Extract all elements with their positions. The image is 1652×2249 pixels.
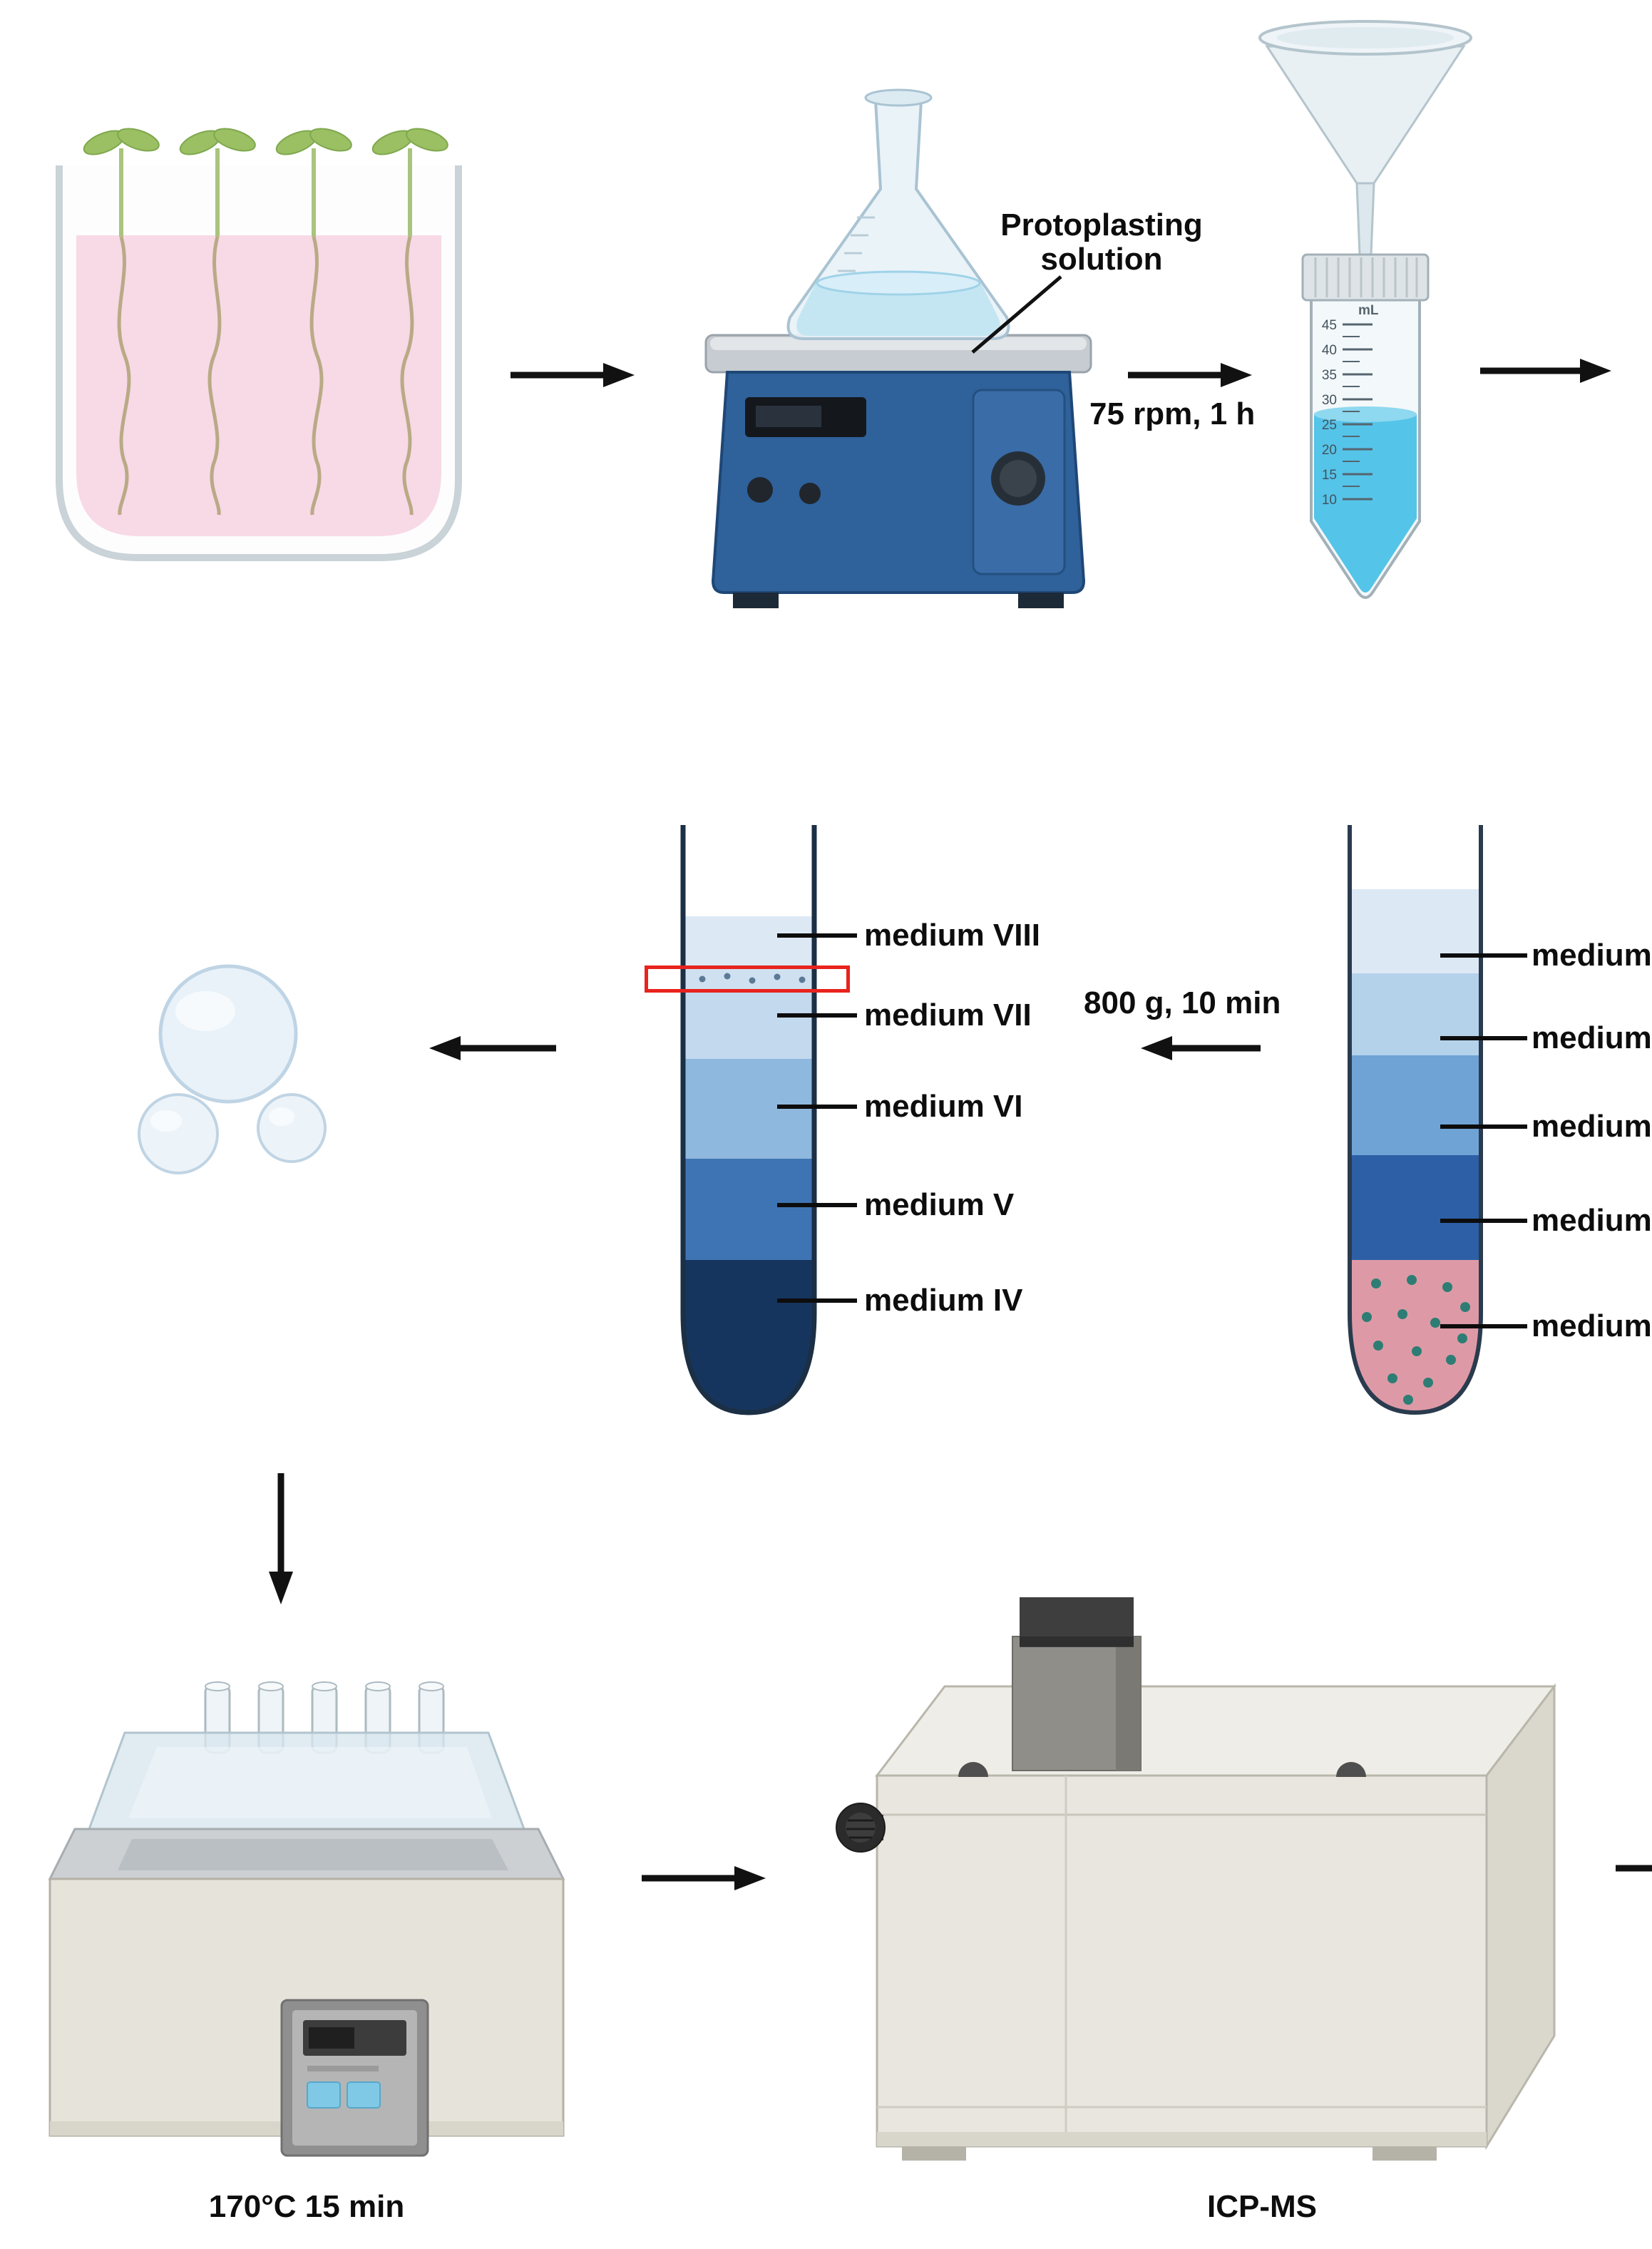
right-medium-label: medium	[1532, 1109, 1652, 1144]
band-highlight-box	[645, 965, 850, 993]
flow-arrow-left-icon	[429, 1036, 556, 1060]
funnel-tube-figure: mL 45 40 35 30 25 20	[1258, 20, 1472, 599]
flask-liquid	[796, 280, 1000, 336]
gradient-tube-figure	[680, 824, 817, 1415]
shaker-knob	[799, 483, 821, 504]
flask-annotation-label: Protoplasting solution	[1000, 208, 1203, 277]
right-medium-label: medium	[1532, 938, 1652, 973]
flow-arrow-left-icon	[1141, 1036, 1261, 1060]
flow-arrow-right-icon	[511, 363, 635, 387]
svg-text:45: 45	[1322, 318, 1337, 333]
instrument-top	[874, 1685, 1557, 1777]
erlenmeyer-flask-icon	[786, 88, 1010, 340]
layer-4	[1350, 1155, 1481, 1260]
medium-viii-label: medium VIII	[864, 918, 1040, 953]
layer-medium-iv	[683, 1260, 814, 1413]
label-line	[777, 1105, 857, 1109]
flow-arrow-right-icon	[1480, 359, 1611, 383]
label-line	[1440, 1219, 1527, 1223]
shaker-body	[711, 371, 1086, 608]
layer-2	[1350, 973, 1481, 1055]
bath-button	[347, 2081, 381, 2109]
protoplast-cell	[138, 1093, 219, 1174]
seedling	[371, 128, 448, 516]
label-line	[1440, 1124, 1527, 1129]
layer-medium-viii	[683, 916, 814, 969]
medium-vi-label: medium VI	[864, 1089, 1023, 1124]
bath-control-panel	[280, 1999, 429, 2157]
seedling-container-figure	[56, 128, 462, 561]
label-line	[777, 1298, 857, 1303]
tube-cap	[1301, 253, 1430, 302]
svg-text:mL: mL	[1358, 303, 1379, 318]
tube-graduations: mL 45 40 35 30 25 20	[1322, 303, 1379, 508]
svg-text:30: 30	[1322, 393, 1337, 408]
label-line	[777, 933, 857, 938]
loaded-tube-figure	[1348, 824, 1483, 1415]
gradient-layers	[1350, 889, 1481, 1413]
hinge-bump	[958, 1762, 988, 1777]
tube-outline	[1348, 825, 1483, 1415]
seedling	[179, 128, 256, 516]
label-line	[1440, 1324, 1527, 1328]
seedling	[83, 128, 160, 516]
layer-1	[1350, 889, 1481, 973]
gradient-layers	[683, 916, 814, 1413]
layer-3	[1350, 1055, 1481, 1155]
side-knob	[836, 1803, 886, 1853]
layer-medium-vii	[683, 990, 814, 1059]
bath-button	[307, 2081, 341, 2109]
label-line	[777, 1203, 857, 1207]
layer-medium-vi	[683, 1059, 814, 1159]
tube-liquid	[1314, 414, 1417, 593]
seedling	[275, 128, 352, 516]
flow-arrow-right-icon	[1616, 1865, 1652, 1872]
tube-outline	[680, 825, 817, 1415]
band-dots	[699, 973, 806, 984]
instrument-label: ICP-MS	[1207, 2189, 1317, 2224]
protoplast-dots	[1362, 1275, 1470, 1405]
flow-arrow-right-icon	[1128, 363, 1252, 387]
layer-medium-v	[683, 1159, 814, 1260]
shaker-knob	[747, 477, 773, 503]
flow-arrow-right-icon	[642, 1866, 766, 1890]
right-medium-label: medium	[1532, 1020, 1652, 1055]
right-medium-label: medium	[1532, 1203, 1652, 1238]
flow-arrow-down-icon	[269, 1473, 293, 1604]
water-bath-figure	[48, 1681, 565, 2157]
shake-condition-label: 75 rpm, 1 h	[1089, 396, 1256, 431]
protoplast-cell	[257, 1093, 327, 1163]
hinge-bump	[1336, 1762, 1366, 1777]
svg-text:10: 10	[1322, 493, 1337, 508]
svg-text:25: 25	[1322, 418, 1337, 433]
svg-text:20: 20	[1322, 443, 1337, 458]
bath-condition-label: 170°C 15 min	[208, 2189, 405, 2224]
flask-graduations	[838, 216, 875, 272]
label-line	[777, 1013, 857, 1018]
medium-iv-label: medium IV	[864, 1283, 1023, 1318]
icp-ms-figure	[836, 1597, 1557, 2161]
shaker-flask-figure	[704, 88, 1092, 608]
annotation-pointer-line	[971, 275, 1062, 354]
conical-tube-icon: mL 45 40 35 30 25 20	[1301, 253, 1430, 599]
label-line	[1440, 953, 1527, 958]
svg-text:15: 15	[1322, 468, 1337, 483]
instrument-front	[876, 1774, 1488, 2148]
growth-medium-liquid	[76, 235, 441, 536]
protoplast-cells-figure	[138, 964, 327, 1174]
svg-text:35: 35	[1322, 368, 1337, 383]
torch-stack	[1012, 1597, 1141, 1771]
funnel-icon	[1258, 20, 1472, 256]
medium-v-label: medium V	[864, 1187, 1015, 1222]
seedlings	[83, 128, 448, 516]
protoplast-cell	[158, 964, 298, 1104]
right-medium-label: medium	[1532, 1308, 1652, 1343]
svg-text:40: 40	[1322, 343, 1337, 358]
medium-vii-label: medium VII	[864, 998, 1032, 1033]
centrifuge-condition-label: 800 g, 10 min	[1084, 985, 1281, 1020]
label-line	[1440, 1036, 1527, 1040]
